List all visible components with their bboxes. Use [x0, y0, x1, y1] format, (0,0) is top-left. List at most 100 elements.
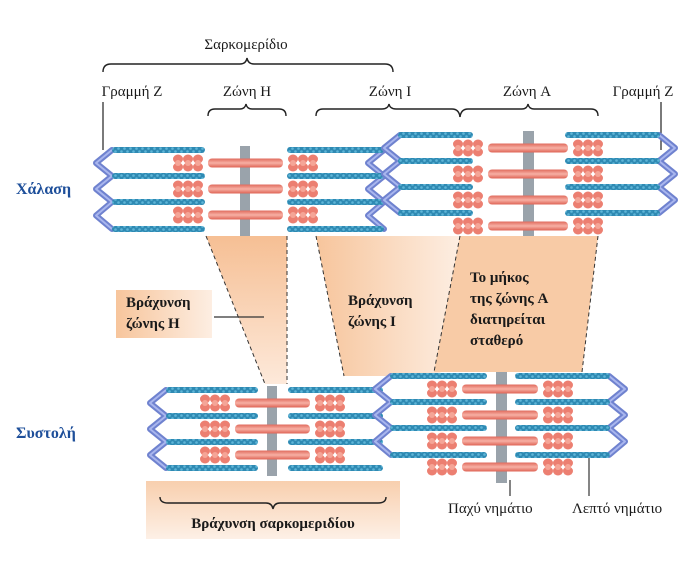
myosin-head [585, 171, 591, 177]
myosin-head [593, 225, 603, 235]
myosin-head [573, 191, 583, 201]
thick-filament-rod [462, 384, 538, 394]
myosin-head [325, 454, 335, 464]
myosin-head [475, 171, 481, 177]
thick-filament [200, 394, 345, 412]
myosin-head [195, 186, 201, 192]
myosin-head [288, 206, 298, 216]
myosin-head [453, 225, 463, 235]
myosin-head [335, 446, 345, 456]
myosin-head [200, 454, 210, 464]
myosin-head [222, 400, 228, 406]
thin-filament [112, 199, 205, 205]
myosin-head [447, 406, 457, 416]
myosin-head [298, 154, 308, 164]
thick-filament [173, 206, 318, 224]
myosin-head [463, 217, 473, 227]
myosin-head [473, 173, 483, 183]
myosin-head [185, 160, 191, 166]
myosin-head [593, 147, 603, 157]
myosin-head [327, 426, 333, 432]
myosin-head [463, 225, 473, 235]
z-disc-highlight [374, 375, 392, 456]
myosin-head [193, 214, 203, 224]
myosin-head [183, 188, 193, 198]
myosin-head [453, 165, 463, 175]
myosin-head [447, 388, 457, 398]
myosin-head [210, 402, 220, 412]
myosin-head [337, 452, 343, 458]
thick-filament [453, 217, 603, 235]
h-zone-shortening-box [116, 290, 212, 338]
thick-filament-rod [488, 143, 568, 153]
myosin-head [565, 412, 571, 418]
thick-filament [173, 180, 318, 198]
myosin-head [583, 225, 593, 235]
relaxed-state-label: Χάλαση [16, 181, 71, 198]
myosin-head [195, 160, 201, 166]
myosin-head [308, 206, 318, 216]
thin-filament [287, 226, 384, 232]
myosin-head [593, 199, 603, 209]
thick-filament [427, 380, 573, 398]
myosin-head [337, 426, 343, 432]
myosin-head [335, 402, 345, 412]
myosin-head [473, 191, 483, 201]
myosin-head [202, 400, 208, 406]
thin-filament [287, 147, 384, 153]
myosin-head [555, 464, 561, 470]
z-disc-highlight [383, 134, 401, 214]
myosin-head [200, 402, 210, 412]
thick-filament-rod [208, 184, 283, 194]
thin-filament [112, 147, 205, 153]
thin-filament [390, 399, 487, 405]
h-zone-brace [207, 103, 287, 117]
h-zone-trapezoid [205, 235, 288, 385]
myosin-head [290, 186, 296, 192]
thick-filament [453, 165, 603, 183]
myosin-head [593, 191, 603, 201]
thick-filament-rod [235, 450, 310, 460]
myosin-head [325, 446, 335, 456]
thin-filament [398, 184, 473, 190]
myosin-head [427, 466, 437, 476]
m-line [523, 131, 534, 236]
myosin-head [583, 139, 593, 149]
thin-filament [287, 199, 384, 205]
myosin-head [583, 173, 593, 183]
myosin-head [447, 440, 457, 450]
myosin-head [288, 188, 298, 198]
contracted-state-label: Συστολή [16, 425, 76, 442]
thick-filament-label: Παχύ νημάτιο [448, 501, 533, 517]
myosin-head [308, 188, 318, 198]
myosin-head [449, 464, 455, 470]
thin-filament [515, 425, 610, 431]
thin-filament [288, 439, 383, 445]
thin-filament [166, 439, 258, 445]
myosin-head [427, 458, 437, 468]
myosin-head [449, 438, 455, 444]
thick-filament-rod [488, 221, 568, 231]
thin-filament [398, 158, 473, 164]
myosin-head [437, 466, 447, 476]
myosin-head [543, 414, 553, 424]
myosin-head [210, 446, 220, 456]
myosin-head [427, 388, 437, 398]
myosin-head [335, 454, 345, 464]
myosin-head [185, 212, 191, 218]
myosin-head [565, 386, 571, 392]
myosin-head [212, 400, 218, 406]
myosin-head [315, 402, 325, 412]
myosin-head [325, 402, 335, 412]
thin-filament [112, 173, 205, 179]
myosin-head [595, 223, 601, 229]
sarcomere-shortening-brace [159, 496, 387, 510]
myosin-head [473, 225, 483, 235]
thin-filament [515, 373, 610, 379]
myosin-head [563, 440, 573, 450]
myosin-head [455, 145, 461, 151]
myosin-head [573, 173, 583, 183]
myosin-head [315, 394, 325, 404]
myosin-head [543, 380, 553, 390]
myosin-head [447, 380, 457, 390]
